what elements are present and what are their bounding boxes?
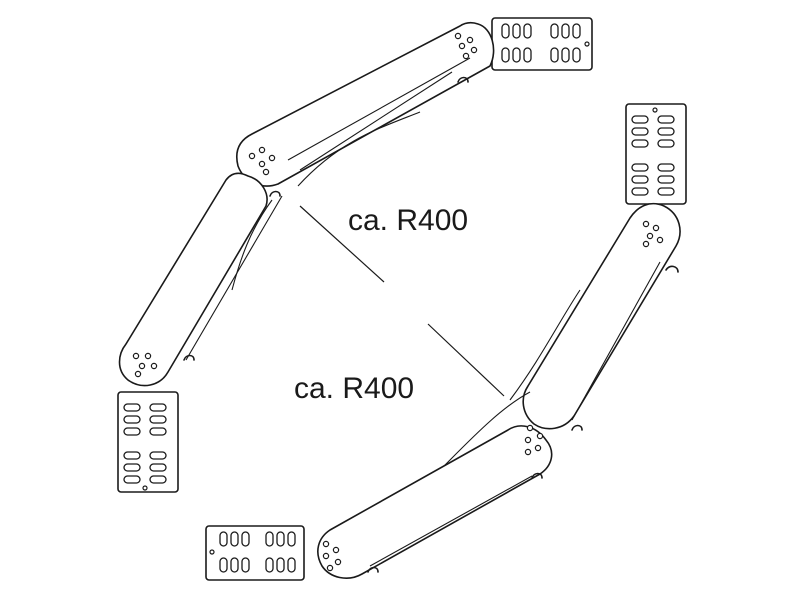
left-upper-link-hinge-top (454, 32, 478, 60)
lower-radius-leader (427, 323, 505, 397)
left-bottom-plate-slots (123, 403, 167, 484)
right-bottom-plate-slots (219, 531, 296, 573)
left-bend-assembly (117, 17, 593, 493)
left-lower-link (118, 172, 283, 387)
left-bend-curve-a (297, 111, 421, 187)
right-bend-assembly (205, 103, 687, 581)
right-bend-hook (571, 424, 583, 431)
right-lower-link (317, 424, 553, 579)
right-bottom-end-plate (205, 525, 305, 581)
right-top-end-plate (625, 103, 687, 205)
left-upper-link-hinge-bottom (248, 146, 276, 176)
lower-radius-label: ca. R400 (294, 372, 414, 405)
left-upper-link (236, 21, 495, 187)
right-bend-curve-b (509, 289, 581, 401)
left-bottom-end-plate (117, 391, 179, 493)
upper-radius-label: ca. R400 (348, 204, 468, 237)
left-bend-curve-b (231, 199, 273, 291)
left-top-plate-slots (501, 23, 581, 63)
upper-radius-leader (299, 205, 385, 283)
right-lower-link-hinge-bottom (322, 540, 342, 572)
right-top-plate-slots (631, 115, 675, 196)
right-upper-link-hinge (642, 220, 664, 248)
right-upper-link (522, 202, 681, 430)
right-lower-link-hinge-top (524, 424, 544, 456)
right-bend-curve-a (439, 391, 531, 471)
left-bend-hook (269, 190, 281, 197)
left-lower-link-hinge (132, 352, 158, 378)
left-top-end-plate (491, 17, 593, 71)
